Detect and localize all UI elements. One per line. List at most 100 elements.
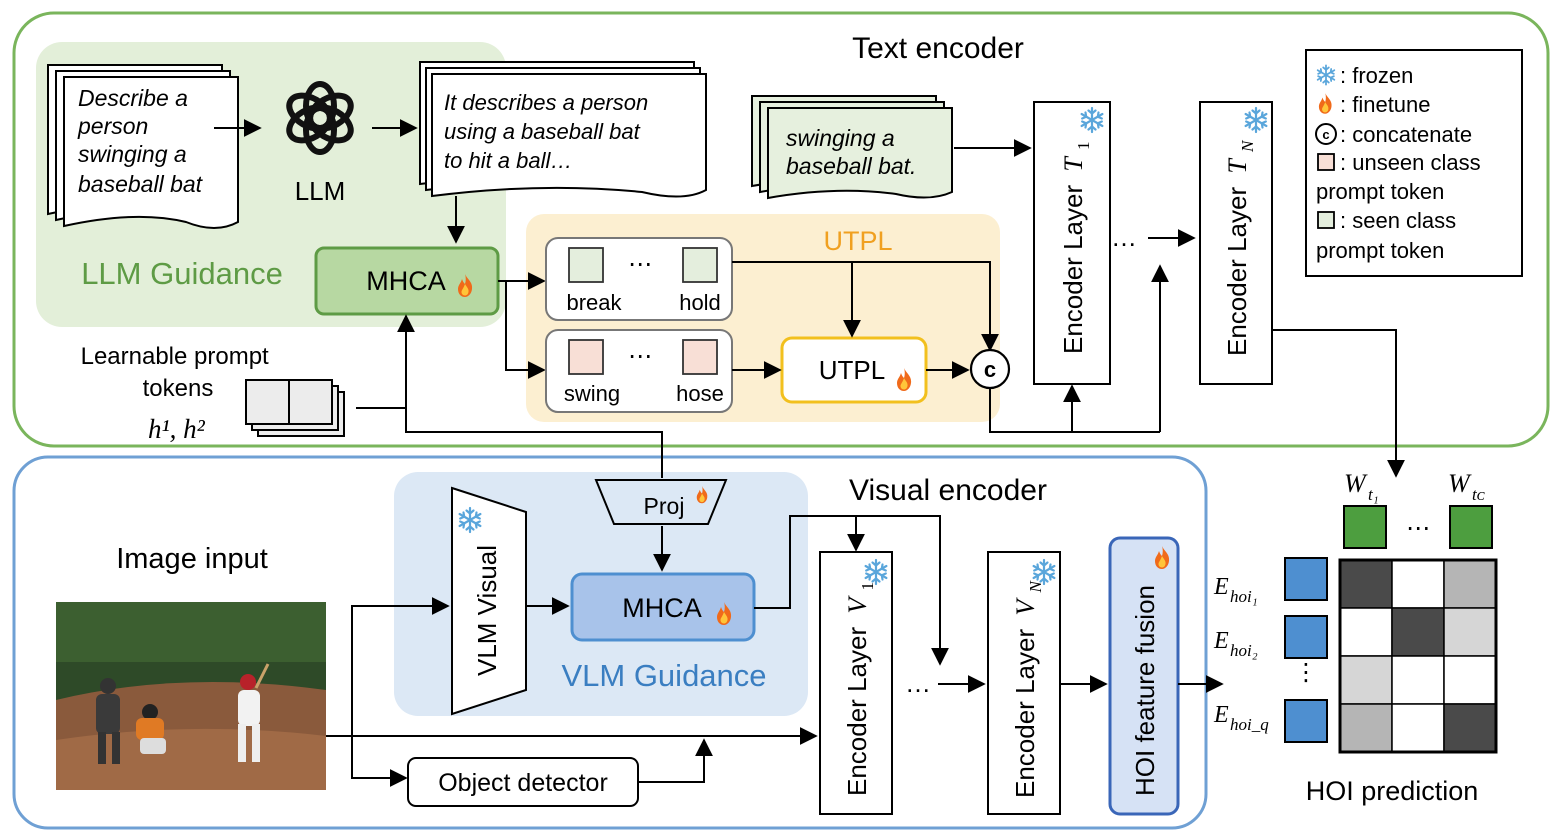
hoi-embedding-token	[1284, 615, 1328, 659]
prediction-cell	[1391, 607, 1445, 657]
embedding-subscript: hoi₂	[1230, 641, 1258, 660]
seen-ellipsis: ⋯	[628, 251, 652, 278]
text-mhca-label: MHCA	[366, 266, 446, 296]
unseen-ellipsis: ⋯	[628, 343, 652, 370]
visual-encoder-ellipsis: …	[905, 668, 931, 698]
hoi-feature-fusion-box[interactable]	[1108, 536, 1180, 816]
legend-box	[1305, 49, 1523, 277]
prediction-cell	[1443, 655, 1497, 705]
prediction-cell	[1391, 655, 1445, 705]
prompt-label-line: Learnable prompt	[81, 343, 269, 370]
concat-symbol: c	[984, 357, 996, 382]
prediction-cell	[1391, 703, 1445, 753]
arrow-mhca-to-unseen	[505, 281, 546, 379]
response-text: It describes a person using a baseball b…	[444, 90, 654, 173]
legend-concat-symbol: c	[1322, 127, 1329, 142]
arrow-seen-to-concat	[732, 261, 999, 352]
response-document-stack	[419, 61, 707, 198]
encoder-label: Encoder Layer	[1222, 187, 1252, 356]
weight-subscript: t₁	[1368, 485, 1379, 504]
prediction-cell	[1339, 655, 1393, 705]
query-line: person	[77, 113, 148, 139]
embedding-symbol: E	[1213, 574, 1229, 600]
seen-token	[568, 247, 604, 283]
encoder-label: Encoder Layer	[842, 627, 872, 796]
weight-symbol: W	[1344, 469, 1368, 498]
prediction-cell	[1443, 559, 1497, 609]
encoder-ellipsis: …	[1111, 222, 1137, 252]
concat-to-encoders-line	[989, 388, 1160, 433]
encoder-symbol: V	[1011, 597, 1040, 616]
legend-text: : concatenate	[1340, 122, 1472, 147]
weight-ellipsis: ⋯	[1406, 515, 1430, 542]
image-input-label: Image input	[116, 543, 268, 575]
weight-label: W t₁	[1344, 469, 1379, 504]
seen-token	[682, 247, 718, 283]
prompt-label-line: tokens	[143, 375, 214, 402]
hoi-feature-fusion-label: HOI feature fusion	[1130, 585, 1160, 796]
visual-encoder-layer-vn[interactable]	[987, 551, 1061, 815]
prompt-label: Learnable prompt tokens	[81, 343, 276, 402]
prompt-token-stack	[245, 379, 345, 437]
query-line: baseball bat	[78, 171, 204, 197]
embedding-subscript: hoi_q	[1230, 715, 1269, 734]
response-line: to hit a ball…	[444, 148, 572, 173]
prompt-to-proj-line	[405, 408, 663, 478]
arrow-prompt-to-mhca	[356, 314, 415, 409]
prompt-symbols: h¹, h²	[148, 414, 206, 444]
encoder-symbol: V	[843, 595, 872, 614]
encoder-label: Encoder Layer	[1058, 185, 1088, 354]
prediction-cell	[1443, 607, 1497, 657]
unseen-token-label: swing	[564, 381, 620, 406]
encoder-label: Encoder Layer	[1010, 629, 1040, 798]
weight-symbol: W	[1448, 469, 1472, 498]
proj-label: Proj	[644, 493, 685, 519]
text-encoder-layer-tn[interactable]	[1199, 101, 1273, 385]
query-line: Describe a	[78, 85, 188, 111]
encoder-index: 1	[858, 582, 877, 591]
text-encoder-layer-t1[interactable]	[1033, 101, 1111, 385]
text-weight-token	[1343, 505, 1387, 549]
query-line: swinging a	[78, 141, 187, 167]
prediction-matrix	[1339, 559, 1497, 753]
embedding-ellipsis: ⋮	[1294, 659, 1318, 686]
caption-line: baseball bat.	[786, 153, 916, 179]
visual-encoder-layer-vn-label: Encoder Layer V N	[1010, 580, 1045, 798]
text-encoder-layer-tn-label: Encoder Layer T N	[1222, 139, 1257, 356]
hoi-prediction-label: HOI prediction	[1306, 776, 1479, 806]
prediction-cell	[1339, 703, 1393, 753]
llm-guidance-label: LLM Guidance	[81, 256, 283, 291]
embedding-symbol: E	[1213, 702, 1229, 728]
legend-text: : finetune	[1340, 92, 1431, 117]
embedding-symbol: E	[1213, 628, 1229, 654]
weight-label: W tᴄ	[1448, 469, 1485, 504]
hoi-embedding-row: E hoi₁	[1213, 557, 1328, 606]
mhca-output-line	[754, 515, 949, 666]
vlm-visual-box[interactable]	[451, 486, 527, 716]
legend-text: : seen class	[1340, 208, 1456, 233]
response-line: It describes a person	[444, 90, 648, 115]
visual-encoder-layer-v1[interactable]	[819, 551, 893, 815]
visual-mhca-label: MHCA	[622, 593, 702, 623]
proj-box[interactable]	[594, 479, 728, 525]
caption-line: swinging a	[786, 125, 895, 151]
weight-subscript: tᴄ	[1472, 485, 1485, 504]
caption-text: swinging a baseball bat.	[786, 125, 916, 179]
response-line: using a baseball bat	[444, 119, 641, 144]
vlm-visual-label: VLM Visual	[472, 545, 502, 676]
visual-encoder-title: Visual encoder	[849, 474, 1047, 507]
llm-logo-icon	[286, 81, 354, 155]
seen-token-label: break	[566, 290, 622, 315]
query-text: Describe a person swinging a baseball ba…	[77, 85, 204, 197]
text-encoder-layer-t1-label: Encoder Layer T 1	[1058, 141, 1093, 354]
seen-token-icon	[1317, 211, 1335, 229]
object-detector-label: Object detector	[438, 769, 608, 797]
unseen-token-label: hose	[676, 381, 724, 406]
llm-label: LLM	[295, 176, 346, 206]
visual-encoder-layer-v1-label: Encoder Layer V 1	[842, 582, 877, 796]
prediction-cell	[1339, 607, 1393, 657]
hoi-embedding-token	[1284, 699, 1328, 743]
seen-token-label: hold	[679, 290, 721, 315]
legend-text: prompt token	[1316, 179, 1444, 204]
utpl-module-label: UTPL	[819, 355, 885, 385]
